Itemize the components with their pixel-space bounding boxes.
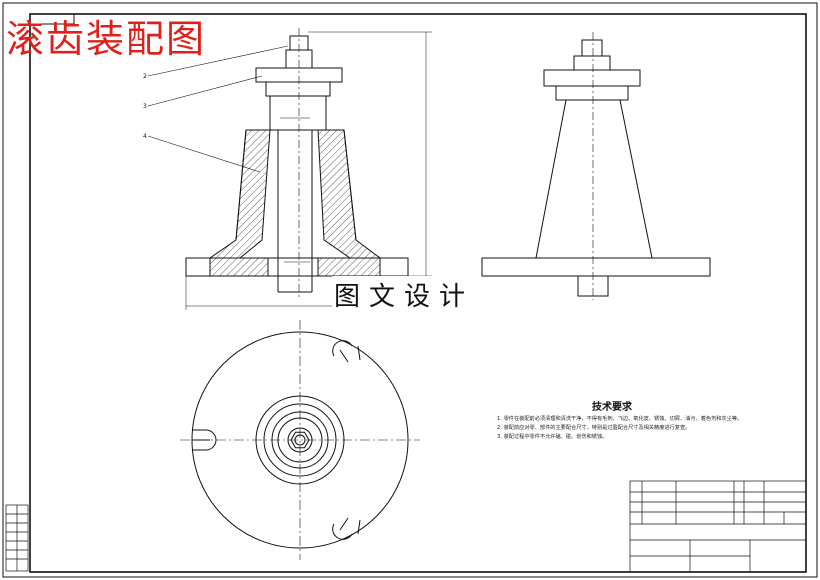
title-overlay: 滚齿装配图 xyxy=(6,17,207,61)
watermark-brand: 图文设计 xyxy=(332,276,477,313)
part-label-3: 3 xyxy=(143,103,147,110)
front-section-view xyxy=(147,28,432,310)
tech-requirements-list: 1. 零件在装配前必须清理和清洗干净，不得有毛刺、飞边、氧化皮、锈蚀、切屑、油污… xyxy=(497,415,742,442)
part-label-4: 4 xyxy=(143,133,147,140)
tech-note-1: 1. 零件在装配前必须清理和清洗干净，不得有毛刺、飞边、氧化皮、锈蚀、切屑、油污… xyxy=(497,416,743,422)
inner-border xyxy=(29,13,807,573)
top-view xyxy=(180,320,420,560)
left-side-strip xyxy=(5,504,29,572)
title-block xyxy=(629,480,807,573)
side-view xyxy=(481,32,711,300)
tech-note-2: 2. 装配前应对零、部件的主要配合尺寸，特别是过盈配合尺寸及相关精度进行复查。 xyxy=(497,425,691,431)
part-label-2: 2 xyxy=(143,73,147,80)
tech-requirements-title: 技术要求 xyxy=(592,402,632,413)
corner-box xyxy=(29,13,75,25)
tech-note-3: 3. 装配过程中零件不允许磕、碰、划伤和锈蚀。 xyxy=(497,434,608,440)
